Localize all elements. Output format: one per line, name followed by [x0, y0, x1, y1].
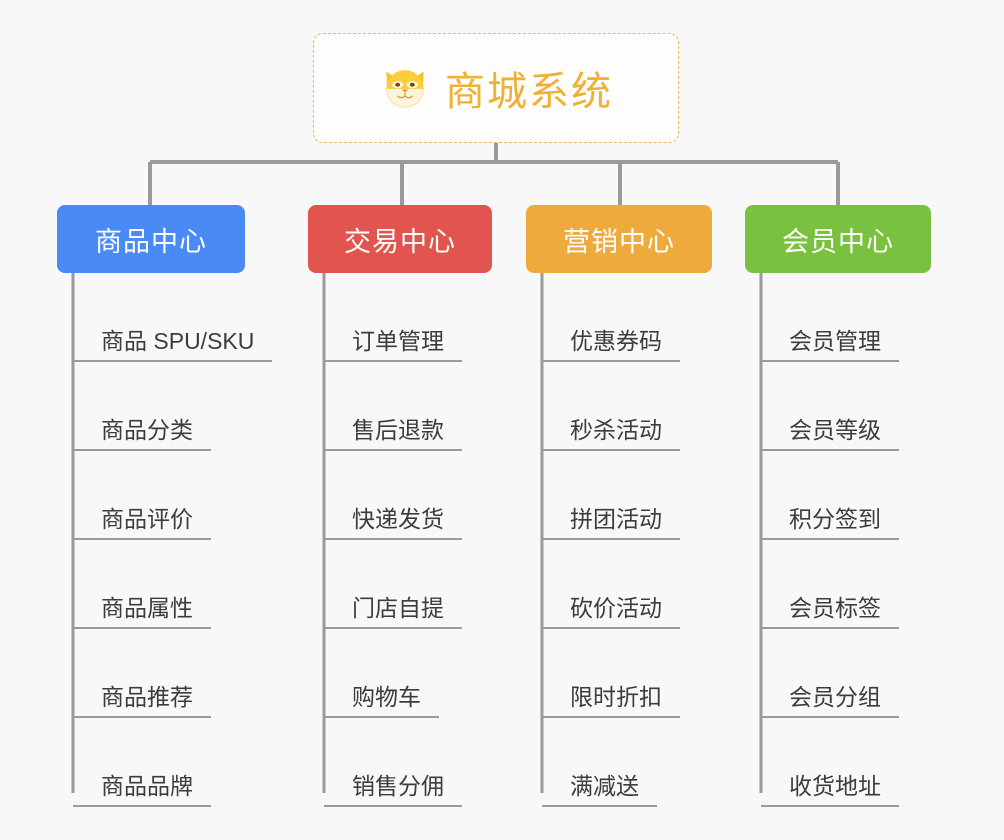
leaf-label: 门店自提 [324, 595, 462, 629]
leaf-label: 会员分组 [761, 684, 899, 718]
leaf-label: 会员管理 [761, 328, 899, 362]
leaf-list: 订单管理售后退款快递发货门店自提购物车销售分佣 [324, 273, 462, 807]
leaf-item[interactable]: 会员等级 [761, 362, 899, 451]
category-label: 会员中心 [782, 226, 894, 257]
leaf-item[interactable]: 秒杀活动 [542, 362, 680, 451]
category-box-3[interactable]: 营销中心 [526, 205, 712, 273]
leaf-label: 商品属性 [73, 595, 211, 629]
leaf-label: 积分签到 [761, 506, 899, 540]
leaf-item[interactable]: 会员管理 [761, 273, 899, 362]
leaf-label: 订单管理 [324, 328, 462, 362]
leaf-item[interactable]: 商品属性 [73, 540, 272, 629]
leaf-label: 优惠券码 [542, 328, 680, 362]
leaf-label: 限时折扣 [542, 684, 680, 718]
leaf-item[interactable]: 会员标签 [761, 540, 899, 629]
leaf-list: 商品 SPU/SKU 商品分类商品评价商品属性商品推荐商品品牌 [73, 273, 273, 807]
leaf-item[interactable]: 限时折扣 [542, 629, 680, 718]
leaf-label: 售后退款 [324, 417, 462, 451]
leaf-item[interactable]: 积分签到 [761, 451, 899, 540]
leaf-item[interactable]: 会员分组 [761, 629, 899, 718]
leaf-label: 会员等级 [761, 417, 899, 451]
leaf-list: 优惠券码秒杀活动拼团活动砍价活动限时折扣满减送 [542, 273, 680, 807]
leaf-item[interactable]: 收货地址 [761, 718, 899, 807]
leaf-label: 会员标签 [761, 595, 899, 629]
leaf-item[interactable]: 砍价活动 [542, 540, 680, 629]
leaf-label: 收货地址 [761, 773, 899, 807]
leaf-item[interactable]: 满减送 [542, 718, 680, 807]
leaf-label: 购物车 [324, 684, 439, 718]
leaf-item[interactable]: 商品推荐 [73, 629, 272, 718]
leaf-label: 销售分佣 [324, 773, 462, 807]
leaf-label: 商品评价 [73, 506, 211, 540]
leaf-label: 满减送 [542, 773, 657, 807]
leaf-label: 秒杀活动 [542, 417, 680, 451]
leaf-label: 商品分类 [73, 417, 211, 451]
category-label: 营销中心 [563, 226, 675, 257]
leaf-label: 商品推荐 [73, 684, 211, 718]
root-title: 商城系统 [445, 70, 613, 114]
category-box-2[interactable]: 交易中心 [308, 205, 492, 273]
category-label: 商品中心 [95, 226, 207, 257]
leaf-item[interactable]: 拼团活动 [542, 451, 680, 540]
leaf-item[interactable]: 商品评价 [73, 451, 272, 540]
leaf-label: 快递发货 [324, 506, 462, 540]
leaf-item[interactable]: 优惠券码 [542, 273, 680, 362]
leaf-label: 砍价活动 [542, 595, 680, 629]
leaf-item[interactable]: 商品 SPU/SKU [73, 273, 273, 362]
leaf-list: 会员管理会员等级积分签到会员标签会员分组收货地址 [761, 273, 899, 807]
leaf-item[interactable]: 门店自提 [324, 540, 462, 629]
leaf-item[interactable]: 订单管理 [324, 273, 462, 362]
leaf-label: 商品品牌 [73, 773, 211, 807]
leaf-item[interactable]: 售后退款 [324, 362, 462, 451]
category-box-1[interactable]: 商品中心 [57, 205, 245, 273]
leaf-label: 商品 SPU/SKU [73, 328, 273, 362]
leaf-item[interactable]: 商品分类 [73, 362, 272, 451]
leaf-item[interactable]: 商品品牌 [73, 718, 272, 807]
category-label: 交易中心 [344, 226, 456, 257]
root-node[interactable]: 商城系统 [313, 33, 679, 143]
shiba-dog-icon [379, 62, 431, 114]
leaf-item[interactable]: 快递发货 [324, 451, 462, 540]
category-box-4[interactable]: 会员中心 [745, 205, 931, 273]
leaf-item[interactable]: 购物车 [324, 629, 462, 718]
leaf-label: 拼团活动 [542, 506, 680, 540]
leaf-item[interactable]: 销售分佣 [324, 718, 462, 807]
